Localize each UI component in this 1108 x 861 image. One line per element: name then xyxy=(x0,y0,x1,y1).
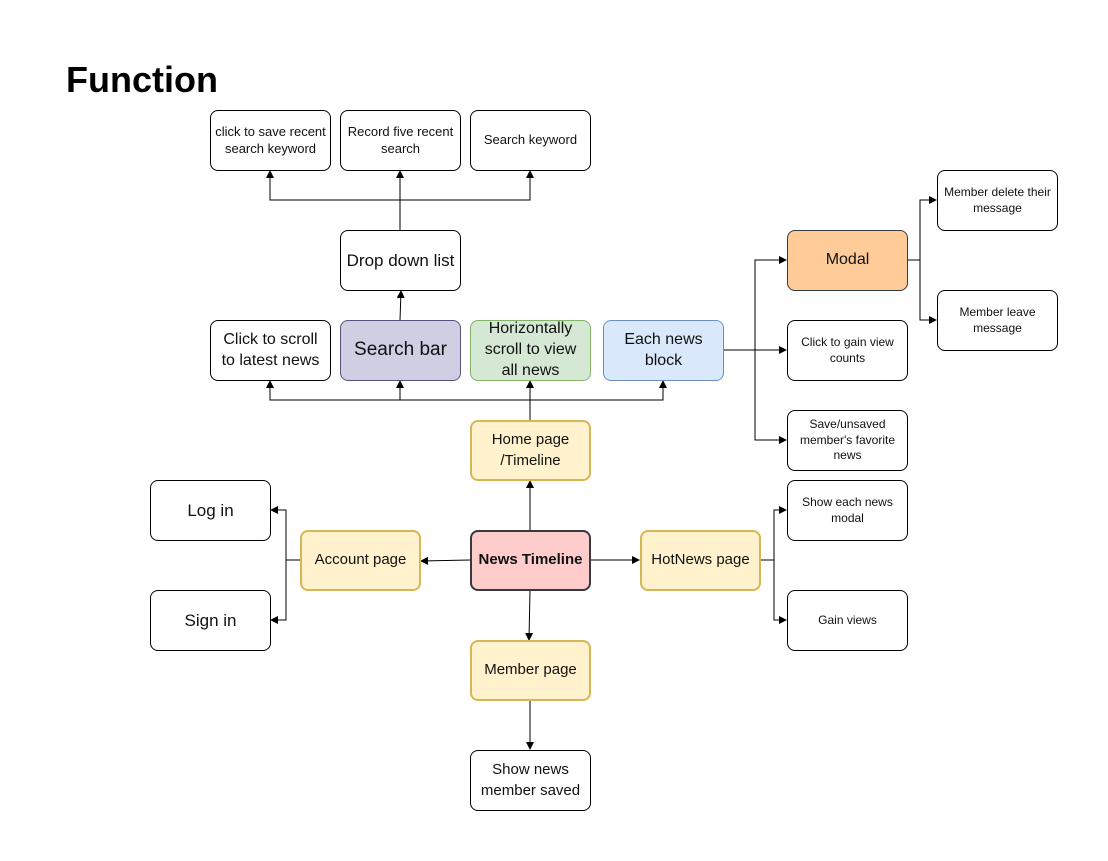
node-log-in: Log in xyxy=(150,480,271,541)
edge-account-to-login xyxy=(270,506,300,561)
edge-account-to-signin xyxy=(270,560,287,624)
edge-home-to-scroll-latest xyxy=(266,380,530,401)
edge-hotnews-to-gain-views xyxy=(773,560,787,624)
edge-modal-to-member-delete xyxy=(907,196,937,261)
node-account-page: Account page xyxy=(300,530,421,591)
node-search-bar: Search bar xyxy=(340,320,461,381)
node-drop-down-list: Drop down list xyxy=(340,230,461,291)
node-modal: Modal xyxy=(787,230,908,291)
node-show-news-member-saved: Show news member saved xyxy=(470,750,591,811)
node-horizontal-scroll: Horizontally scroll to view all news xyxy=(470,320,591,381)
node-hotnews-page: HotNews page xyxy=(640,530,761,591)
node-gain-view-counts: Click to gain view counts xyxy=(787,320,908,381)
node-sign-in: Sign in xyxy=(150,590,271,651)
node-search-keyword: Search keyword xyxy=(470,110,591,171)
edge-hotnews-to-show-modal xyxy=(760,506,787,561)
node-show-news-modal: Show each news modal xyxy=(787,480,908,541)
diagram-title: Function xyxy=(66,59,218,100)
node-gain-views: Gain views xyxy=(787,590,908,651)
node-record-five-recent: Record five recent search xyxy=(340,110,461,171)
edge-searchbar-to-dropdown xyxy=(396,290,405,321)
node-scroll-latest-news: Click to scroll to latest news xyxy=(210,320,331,381)
edge-dropdown-to-search-keyword xyxy=(400,170,534,201)
node-save-recent-keyword: click to save recent search keyword xyxy=(210,110,331,171)
edge-timeline-to-account xyxy=(420,556,471,565)
node-member-delete-message: Member delete their message xyxy=(937,170,1058,231)
edge-dropdown-to-save-recent xyxy=(266,170,401,230)
node-member-page: Member page xyxy=(470,640,591,701)
edge-home-to-each-news xyxy=(530,380,667,401)
node-member-leave-message: Member leave message xyxy=(937,290,1058,351)
node-save-unsaved-favorite: Save/unsaved member's favorite news xyxy=(787,410,908,471)
node-home-page-timeline: Home page /Timeline xyxy=(470,420,591,481)
edge-timeline-to-member xyxy=(525,589,534,641)
edge-news-to-modal xyxy=(754,256,787,350)
edge-news-to-save-unsaved xyxy=(754,350,787,444)
edge-modal-to-member-leave xyxy=(919,260,937,324)
node-each-news-block: Each news block xyxy=(603,320,724,381)
node-news-timeline: News Timeline xyxy=(470,530,591,591)
